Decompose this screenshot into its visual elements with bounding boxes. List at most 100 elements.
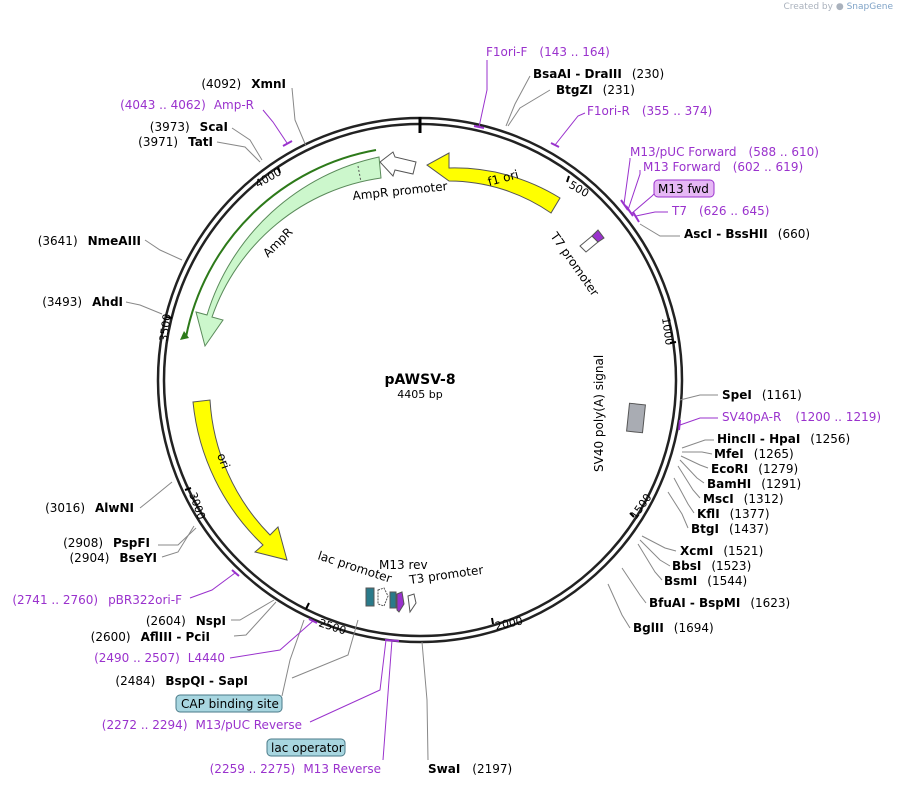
enzyme-mfei[interactable]: MfeI(1265)	[714, 447, 794, 461]
tick-label: 2500	[317, 616, 348, 637]
svg-text:BtgI(1437): BtgI(1437)	[691, 522, 769, 536]
enzyme-pspfi[interactable]: (2908)PspFI	[63, 536, 150, 550]
primer-f1ori-f[interactable]: F1ori-F(143 .. 164)	[486, 45, 610, 59]
svg-text:BtgZI(231): BtgZI(231)	[556, 83, 635, 97]
svg-text:SV40pA-R(1200 .. 1219): SV40pA-R(1200 .. 1219)	[722, 410, 881, 424]
svg-text:(2741 .. 2760)pBR322ori-F: (2741 .. 2760)pBR322ori-F	[12, 593, 182, 607]
enzyme-scai[interactable]: (3973)ScaI	[150, 120, 228, 134]
enzyme-msci[interactable]: MscI(1312)	[703, 492, 784, 506]
primer-m13-puc-forward[interactable]: M13/pUC Forward(588 .. 610)	[630, 145, 819, 159]
feature-lac-cluster[interactable]: lac promoter M13 rev T3 promoter	[316, 549, 484, 614]
lac-operator-label: lac operator	[271, 741, 344, 755]
svg-text:AscI - BssHII(660): AscI - BssHII(660)	[684, 227, 810, 241]
m13-fwd-box[interactable]: M13 fwd	[653, 179, 715, 198]
enzyme-xmni[interactable]: (4092)XmnI	[201, 77, 286, 91]
enzyme-ecori[interactable]: EcoRI(1279)	[711, 462, 798, 476]
tick-label: 3500	[157, 313, 174, 343]
primer-t7[interactable]: T7(626 .. 645)	[671, 204, 769, 218]
tick-marks	[165, 166, 677, 625]
svg-text:(3016)AlwNI: (3016)AlwNI	[45, 501, 134, 515]
enzyme-btgi[interactable]: BtgI(1437)	[691, 522, 769, 536]
tick-label: 500	[567, 178, 592, 200]
svg-text:MfeI(1265): MfeI(1265)	[714, 447, 794, 461]
svg-text:HincII - HpaI(1256): HincII - HpaI(1256)	[717, 432, 850, 446]
enzyme-spei[interactable]: SpeI(1161)	[722, 388, 802, 402]
svg-text:T7(626 .. 645): T7(626 .. 645)	[671, 204, 769, 218]
primer-m13-reverse[interactable]: (2259 .. 2275)M13 Reverse	[210, 762, 381, 776]
svg-text:(3973)ScaI: (3973)ScaI	[150, 120, 228, 134]
enzyme-tati[interactable]: (3971)TatI	[138, 135, 213, 149]
svg-text:(2604)NspI: (2604)NspI	[146, 614, 226, 628]
svg-text:BsaAI - DraIII(230): BsaAI - DraIII(230)	[533, 67, 664, 81]
enzyme-nmeaiii[interactable]: (3641)NmeAIII	[38, 234, 141, 248]
feature-sv40-polya[interactable]: SV40 poly(A) signal	[592, 355, 646, 472]
feature-ampr[interactable]: AmpR	[180, 149, 382, 348]
svg-text:(3493)AhdI: (3493)AhdI	[42, 295, 123, 309]
primer-sv40pa-r[interactable]: SV40pA-R(1200 .. 1219)	[722, 410, 881, 424]
enzyme-bsmi[interactable]: BsmI(1544)	[664, 574, 747, 588]
feature-f1-ori[interactable]: f1 ori	[426, 152, 561, 214]
svg-text:(2490 .. 2507)L4440: (2490 .. 2507)L4440	[94, 651, 225, 665]
svg-text:(4092)XmnI: (4092)XmnI	[201, 77, 286, 91]
svg-text:M13/pUC Forward(588 .. 610): M13/pUC Forward(588 .. 610)	[630, 145, 819, 159]
primer-connectors	[189, 60, 718, 761]
svg-text:(3971)TatI: (3971)TatI	[138, 135, 213, 149]
feature-ori[interactable]: ori	[192, 399, 288, 561]
primer-f1ori-r[interactable]: F1ori-R(355 .. 374)	[587, 104, 712, 118]
snapgene-credit: Created by ● SnapGene	[783, 2, 893, 12]
primer-amp-r[interactable]: (4043 .. 4062)Amp-R	[120, 98, 254, 112]
svg-text:(2259 .. 2275)M13 Reverse: (2259 .. 2275)M13 Reverse	[210, 762, 381, 776]
svg-text:XcmI(1521): XcmI(1521)	[680, 544, 763, 558]
plasmid-name: pAWSV-8	[384, 372, 455, 388]
enzyme-xcmi[interactable]: XcmI(1521)	[680, 544, 763, 558]
enzyme-bbsi[interactable]: BbsI(1523)	[672, 559, 751, 573]
cap-binding-site-label: CAP binding site	[181, 697, 279, 711]
svg-text:(4043 .. 4062)Amp-R: (4043 .. 4062)Amp-R	[120, 98, 254, 112]
primer-m13-forward[interactable]: M13 Forward(602 .. 619)	[643, 160, 803, 174]
enzyme-afliii[interactable]: (2600)AflIII - PciI	[91, 630, 210, 644]
enzyme-bseyi[interactable]: (2904)BseYI	[70, 551, 158, 565]
svg-text:SwaI(2197): SwaI(2197)	[428, 762, 512, 776]
lac-operator-box[interactable]: lac operator	[266, 738, 346, 757]
credit-text: Created by	[783, 2, 833, 12]
credit-brand: SnapGene	[846, 2, 893, 12]
svg-text:(3641)NmeAIII: (3641)NmeAIII	[38, 234, 141, 248]
svg-text:(2908)PspFI: (2908)PspFI	[63, 536, 150, 550]
svg-text:BglII(1694): BglII(1694)	[633, 621, 714, 635]
primer-l4440[interactable]: (2490 .. 2507)L4440	[94, 651, 225, 665]
enzyme-bglii[interactable]: BglII(1694)	[633, 621, 714, 635]
enzyme-asci[interactable]: AscI - BssHII(660)	[684, 227, 810, 241]
feature-t7-promoter[interactable]: T7 promoter	[547, 229, 605, 299]
svg-text:BsmI(1544): BsmI(1544)	[664, 574, 747, 588]
svg-text:BfuAI - BspMI(1623): BfuAI - BspMI(1623)	[649, 596, 790, 610]
enzyme-bspqi[interactable]: (2484)BspQI - SapI	[115, 674, 248, 688]
svg-text:(2484)BspQI - SapI: (2484)BspQI - SapI	[115, 674, 248, 688]
svg-text:(2600)AflIII - PciI: (2600)AflIII - PciI	[91, 630, 210, 644]
enzyme-alwni[interactable]: (3016)AlwNI	[45, 501, 134, 515]
enzyme-bamhi[interactable]: BamHI(1291)	[707, 477, 801, 491]
svg-text:MscI(1312): MscI(1312)	[703, 492, 784, 506]
m13-rev-label: M13 rev	[379, 558, 428, 572]
primer-pbr322ori-f[interactable]: (2741 .. 2760)pBR322ori-F	[12, 593, 182, 607]
enzyme-connectors-left	[125, 87, 359, 697]
enzyme-swai[interactable]: SwaI(2197)	[428, 762, 512, 776]
svg-text:(2904)BseYI: (2904)BseYI	[70, 551, 158, 565]
enzyme-btgzi[interactable]: BtgZI(231)	[556, 83, 635, 97]
svg-text:F1ori-F(143 .. 164): F1ori-F(143 .. 164)	[486, 45, 610, 59]
enzyme-ahdi[interactable]: (3493)AhdI	[42, 295, 123, 309]
enzyme-nspi[interactable]: (2604)NspI	[146, 614, 226, 628]
primer-m13-puc-reverse[interactable]: (2272 .. 2294)M13/pUC Reverse	[102, 718, 302, 732]
svg-text:BbsI(1523): BbsI(1523)	[672, 559, 751, 573]
tick-label: 4000	[253, 165, 284, 190]
snapgene-logo-icon: ●	[835, 2, 844, 12]
svg-text:SpeI(1161): SpeI(1161)	[722, 388, 802, 402]
enzyme-connectors-right	[421, 75, 718, 761]
enzyme-bfuai[interactable]: BfuAI - BspMI(1623)	[649, 596, 790, 610]
enzyme-kfli[interactable]: KflI(1377)	[697, 507, 770, 521]
enzyme-bsaai[interactable]: BsaAI - DraIII(230)	[533, 67, 664, 81]
svg-text:F1ori-R(355 .. 374): F1ori-R(355 .. 374)	[587, 104, 712, 118]
ampr-promoter-label: AmpR promoter	[352, 179, 448, 203]
cap-binding-site-box[interactable]: CAP binding site	[175, 694, 283, 713]
enzyme-hincii[interactable]: HincII - HpaI(1256)	[717, 432, 850, 446]
